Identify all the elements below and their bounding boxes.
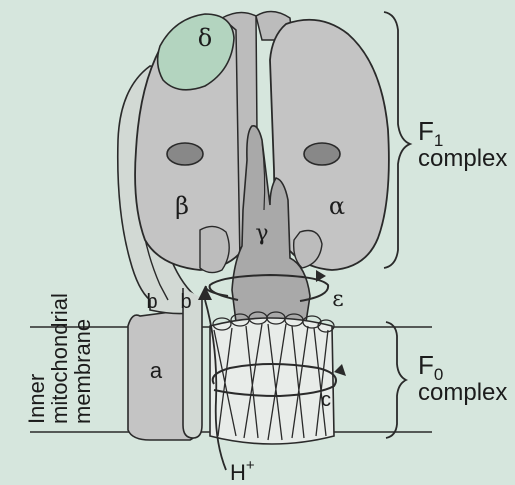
f1-complex-word: complex [418,145,507,172]
alpha-label: α [329,192,345,220]
subunit-c-label: c [321,389,331,411]
proton-label: H+ [230,457,255,485]
membrane-label-line2: mitochondrial [47,293,72,424]
c-ring-arrow-head [334,364,346,376]
f0-complex-word: complex [418,379,507,406]
f0-bracket [386,322,406,438]
subunit-b-left-label: b [146,291,157,313]
gamma-label: γ [255,221,268,246]
subunit-b-right-label: b [180,291,191,313]
membrane-label-line3: membrane [70,319,95,424]
epsilon-label: ε [332,287,343,312]
alpha-binding-site [304,143,340,165]
membrane-label: Inner mitochondrial membrane [24,293,95,424]
subunit-a-label: a [150,358,163,383]
delta-label: δ [198,24,212,52]
lower-lobe-left [200,226,229,272]
beta-label: β [175,192,189,220]
beta-binding-site [167,143,203,165]
membrane-label-line1: Inner [24,374,49,424]
